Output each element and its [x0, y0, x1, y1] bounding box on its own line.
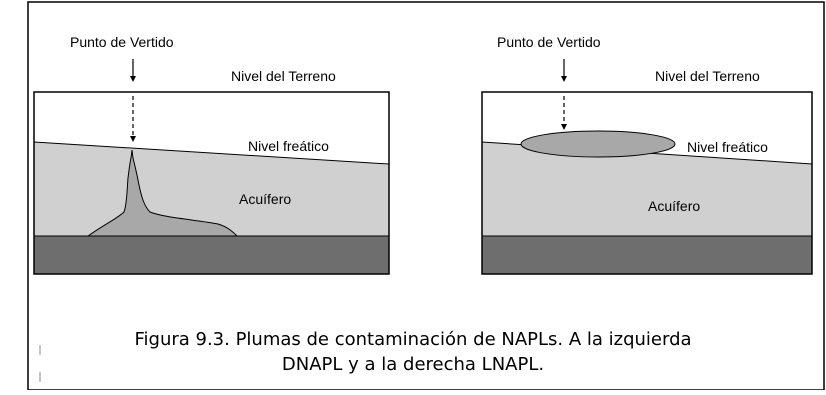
aquifer-label: Acuífero [648, 198, 700, 214]
discharge-arrowhead [130, 76, 136, 82]
discharge-arrowhead [561, 76, 567, 82]
panel-border [481, 91, 813, 275]
dnapl-plume [86, 149, 239, 237]
ground-label: Nivel del Terreno [231, 68, 336, 84]
water-table-label: Nivel freático [248, 138, 329, 154]
lnapl-plume [520, 130, 676, 158]
aquifer-label: Acuífero [239, 191, 291, 207]
bedrock-layer [482, 236, 812, 274]
infiltration-arrowhead [561, 124, 567, 130]
water-table-line [33, 141, 390, 165]
infiltration-arrowhead [130, 136, 136, 142]
bedrock-layer [34, 236, 389, 274]
figure-caption: Figura 9.3. Plumas de contaminación de N… [0, 327, 826, 377]
point-label: Punto de Vertido [70, 34, 174, 50]
caption-line-2: DNAPL y a la derecha LNAPL. [281, 354, 545, 375]
ground-label: Nivel del Terreno [655, 68, 760, 84]
lnapl-panel: Punto de Vertido Nivel del Terreno Nivel… [481, 34, 813, 275]
panel-border [33, 91, 390, 275]
aquifer-zone [482, 142, 812, 236]
water-table-label: Nivel freático [687, 139, 768, 155]
dnapl-panel: Punto de Vertido Nivel del Terreno Nivel… [33, 34, 390, 275]
caption-line-1: Figura 9.3. Plumas de contaminación de N… [134, 329, 692, 350]
point-label: Punto de Vertido [497, 34, 601, 50]
